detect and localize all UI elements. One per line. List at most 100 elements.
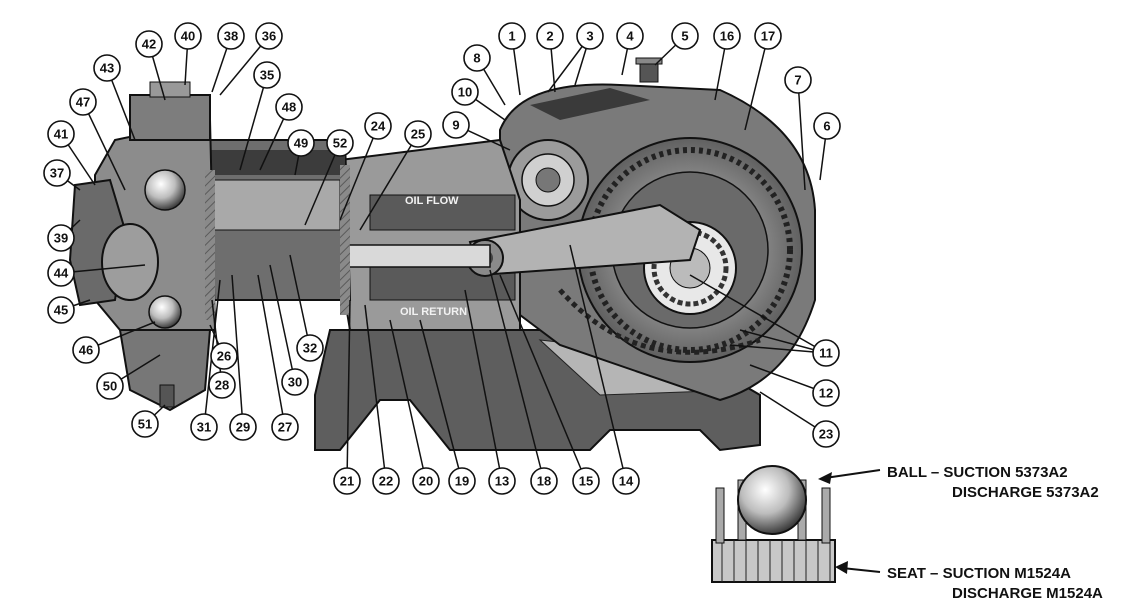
callout-8: 8 xyxy=(463,44,491,72)
callout-number-19: 19 xyxy=(455,474,469,489)
callout-40: 40 xyxy=(174,22,202,50)
callout-30: 30 xyxy=(281,368,309,396)
callout-number-15: 15 xyxy=(579,474,593,489)
valve-seat xyxy=(711,539,836,583)
seat-part-line2: DISCHARGE M1524A xyxy=(952,585,1103,602)
callout-18: 18 xyxy=(530,467,558,495)
callout-bubble-23 xyxy=(812,420,840,448)
callout-4: 4 xyxy=(616,22,644,50)
callout-number-2: 2 xyxy=(546,29,553,44)
callout-number-10: 10 xyxy=(458,85,472,100)
callout-number-43: 43 xyxy=(100,61,114,76)
callout-bubble-40 xyxy=(174,22,202,50)
callout-bubble-15 xyxy=(572,467,600,495)
callout-number-51: 51 xyxy=(138,417,152,432)
leader-line-29 xyxy=(231,274,244,428)
callout-bubble-22 xyxy=(372,467,400,495)
callout-bubble-46 xyxy=(72,336,100,364)
callout-bubble-11 xyxy=(812,339,840,367)
callout-number-3: 3 xyxy=(586,29,593,44)
leader-line-15 xyxy=(499,274,587,482)
callout-number-5: 5 xyxy=(681,29,688,44)
leader-line-28 xyxy=(211,299,223,386)
leader-line-21 xyxy=(346,299,351,482)
callout-number-52: 52 xyxy=(333,136,347,151)
callout-10: 10 xyxy=(451,78,479,106)
callout-28: 28 xyxy=(208,371,236,399)
leader-line-30 xyxy=(269,264,296,383)
callout-51: 51 xyxy=(131,410,159,438)
leader-line-19 xyxy=(419,319,463,482)
callout-number-27: 27 xyxy=(278,420,292,435)
callout-16: 16 xyxy=(713,22,741,50)
callout-bubble-38 xyxy=(217,22,245,50)
callout-number-40: 40 xyxy=(181,29,195,44)
callout-number-50: 50 xyxy=(103,379,117,394)
callout-bubble-10 xyxy=(451,78,479,106)
callout-bubble-14 xyxy=(612,467,640,495)
callout-number-22: 22 xyxy=(379,474,393,489)
callout-number-35: 35 xyxy=(260,68,274,83)
ball-part-line2: DISCHARGE 5373A2 xyxy=(952,484,1099,501)
callout-bubble-29 xyxy=(229,413,257,441)
callout-38: 38 xyxy=(217,22,245,50)
callout-bubble-45 xyxy=(47,296,75,324)
callout-36: 36 xyxy=(255,22,283,50)
callout-bubble-8 xyxy=(463,44,491,72)
callout-bubble-12 xyxy=(812,379,840,407)
oil-return-label: OIL RETURN xyxy=(400,306,467,318)
callout-24: 24 xyxy=(364,112,392,140)
callout-number-49: 49 xyxy=(294,136,308,151)
callout-44: 44 xyxy=(47,259,75,287)
callout-12: 12 xyxy=(812,379,840,407)
callout-bubble-28 xyxy=(208,371,236,399)
callout-9: 9 xyxy=(442,111,470,139)
callout-number-17: 17 xyxy=(761,29,775,44)
callout-bubble-30 xyxy=(281,368,309,396)
callout-number-48: 48 xyxy=(282,100,296,115)
callout-bubble-42 xyxy=(135,30,163,58)
callout-number-8: 8 xyxy=(473,51,480,66)
callout-bubble-48 xyxy=(275,93,303,121)
ball-part-line1: BALL – SUCTION 5373A2 xyxy=(887,464,1068,481)
callout-number-21: 21 xyxy=(340,474,354,489)
callout-number-36: 36 xyxy=(262,29,276,44)
callout-number-46: 46 xyxy=(79,343,93,358)
callout-bubble-27 xyxy=(271,413,299,441)
callout-bubble-4 xyxy=(616,22,644,50)
callout-bubble-36 xyxy=(255,22,283,50)
callout-bubble-35 xyxy=(253,61,281,89)
callout-bubble-21 xyxy=(333,467,361,495)
leader-line-35 xyxy=(239,74,268,171)
callout-number-13: 13 xyxy=(495,474,509,489)
callout-42: 42 xyxy=(135,30,163,58)
callout-50: 50 xyxy=(96,372,124,400)
callout-bubble-52 xyxy=(326,129,354,157)
callout-52: 52 xyxy=(326,129,354,157)
leader-line-52 xyxy=(304,142,341,226)
callout-7: 7 xyxy=(784,66,812,94)
callout-bubble-5 xyxy=(671,22,699,50)
callout-number-41: 41 xyxy=(54,127,68,142)
leader-line-25 xyxy=(359,133,419,231)
leader-line-27 xyxy=(257,274,286,428)
callout-49: 49 xyxy=(287,129,315,157)
leader-line-13 xyxy=(464,289,503,482)
callout-number-12: 12 xyxy=(819,386,833,401)
callout-bubble-25 xyxy=(404,120,432,148)
callout-17: 17 xyxy=(754,22,782,50)
callout-15: 15 xyxy=(572,467,600,495)
callout-43: 43 xyxy=(93,54,121,82)
callout-number-14: 14 xyxy=(619,474,634,489)
valve-ball xyxy=(737,465,807,535)
crankcase xyxy=(338,138,521,331)
callout-11: 11 xyxy=(812,339,840,367)
callout-25: 25 xyxy=(404,120,432,148)
callout-35: 35 xyxy=(253,61,281,89)
callout-bubble-26 xyxy=(210,342,238,370)
callout-31: 31 xyxy=(190,413,218,441)
callout-number-42: 42 xyxy=(142,37,156,52)
callout-37: 37 xyxy=(43,159,71,187)
callout-bubble-6 xyxy=(813,112,841,140)
leader-line-14 xyxy=(569,244,627,482)
